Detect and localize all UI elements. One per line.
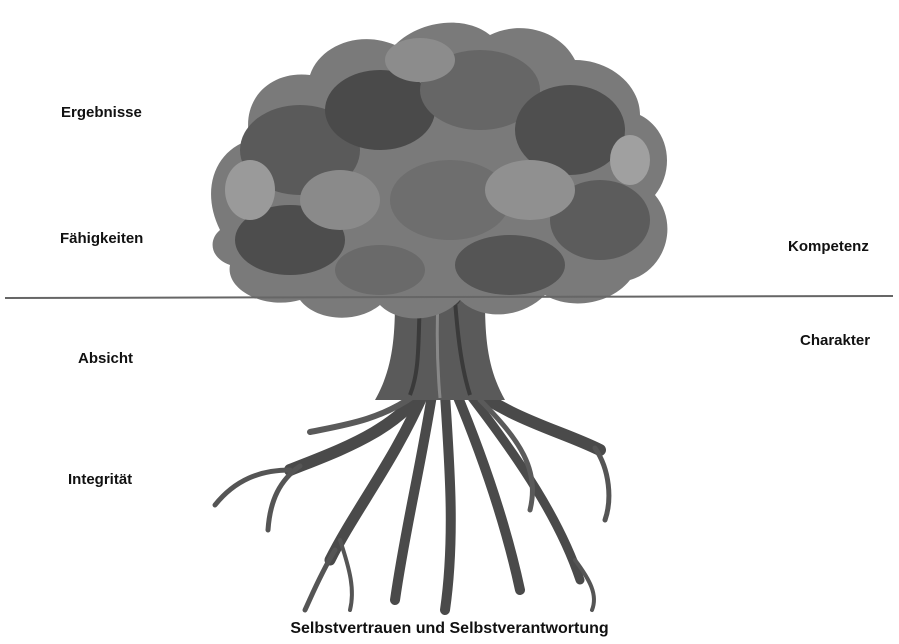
label-absicht: Absicht — [78, 350, 133, 367]
label-ergebnisse: Ergebnisse — [61, 104, 142, 121]
tree-roots — [215, 380, 609, 610]
divider-line — [5, 296, 893, 298]
label-integritaet: Integrität — [68, 471, 132, 488]
tree-canopy — [211, 23, 667, 319]
label-charakter: Charakter — [800, 332, 870, 349]
label-faehigkeiten: Fähigkeiten — [60, 230, 143, 247]
caption: Selbstvertrauen und Selbstverantwortung — [0, 620, 899, 638]
label-kompetenz: Kompetenz — [788, 238, 869, 255]
